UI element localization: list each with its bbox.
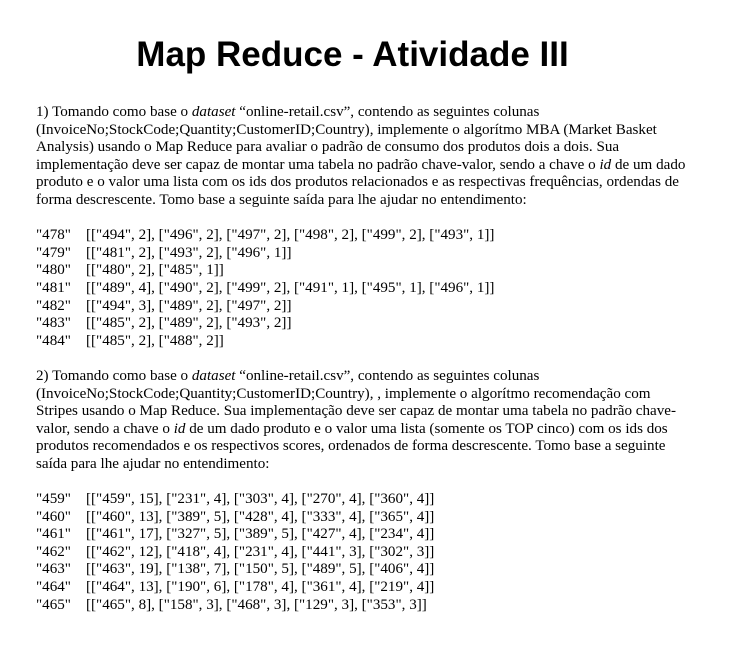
example-row: "484" [["485", 2], ["488", 2]] [36,333,696,351]
row-key: "463" [36,561,71,578]
question-2-id-term: id [173,420,186,437]
row-value: [["464", 13], ["190", 6], ["178", 4], ["… [86,579,435,596]
question-1-part-1: 1) Tomando como base o [36,104,192,120]
question-1-example-output: "478" [["494", 2], ["496", 2], ["497", 2]… [36,227,696,350]
row-value: [["459", 15], ["231", 4], ["303", 4], ["… [86,491,435,508]
example-row: "462" [["462", 12], ["418", 4], ["231", 4… [36,544,696,562]
row-key: "479" [36,244,71,261]
row-key: "462" [36,543,71,560]
question-2-example-output: "459" [["459", 15], ["231", 4], ["303", 4… [36,491,696,614]
row-key: "480" [36,262,71,279]
row-value: [["462", 12], ["418", 4], ["231", 4], ["… [86,543,435,560]
question-2-part-3: de um dado produto e o valor uma lista (… [36,420,668,472]
example-row: "459" [["459", 15], ["231", 4], ["303", 4… [36,491,696,509]
row-value: [["481", 2], ["493", 2], ["496", 1]] [86,244,292,261]
example-row: "483" [["485", 2], ["489", 2], ["493", 2]… [36,315,696,333]
example-row: "464" [["464", 13], ["190", 6], ["178", 4… [36,579,696,597]
spacer [36,473,696,491]
row-value: [["480", 2], ["485", 1]] [86,262,224,279]
example-row: "478" [["494", 2], ["496", 2], ["497", 2]… [36,227,696,245]
row-key: "465" [36,596,71,613]
row-value: [["494", 3], ["489", 2], ["497", 2]] [86,297,292,314]
document-body: 1) Tomando como base o dataset “online-r… [36,104,696,614]
row-key: "459" [36,491,71,508]
row-key: "484" [36,332,71,349]
example-row: "460" [["460", 13], ["389", 5], ["428", 4… [36,509,696,527]
example-row: "463" [["463", 19], ["138", 7], ["150", 5… [36,561,696,579]
row-value: [["463", 19], ["138", 7], ["150", 5], ["… [86,561,435,578]
example-row: "479" [["481", 2], ["493", 2], ["496", 1]… [36,245,696,263]
question-2-text: 2) Tomando como base o dataset “online-r… [36,368,696,474]
row-key: "482" [36,297,71,314]
row-value: [["461", 17], ["327", 5], ["389", 5], ["… [86,526,435,543]
spacer [36,350,696,368]
question-2-part-2: “online-retail.csv”, contendo as seguint… [36,367,676,437]
row-key: "481" [36,279,71,296]
row-key: "478" [36,227,71,244]
question-1-part-3: de um dado produto e o valor uma lista c… [36,156,686,208]
row-key: "460" [36,508,71,525]
row-value: [["485", 2], ["489", 2], ["493", 2]] [86,315,292,332]
row-value: [["465", 8], ["158", 3], ["468", 3], ["1… [86,596,427,613]
row-key: "464" [36,579,71,596]
page-title: Map Reduce - Atividade III [136,35,569,74]
row-value: [["494", 2], ["496", 2], ["497", 2], ["4… [86,227,495,244]
row-key: "461" [36,526,71,543]
question-1-dataset-term: dataset [191,104,236,120]
example-row: "465" [["465", 8], ["158", 3], ["468", 3]… [36,597,696,615]
question-2-dataset-term: dataset [191,367,236,384]
example-row: "481" [["489", 4], ["490", 2], ["499", 2]… [36,280,696,298]
example-row: "482" [["494", 3], ["489", 2], ["497", 2]… [36,298,696,316]
example-row: "461" [["461", 17], ["327", 5], ["389", 5… [36,526,696,544]
row-key: "483" [36,315,71,332]
row-value: [["460", 13], ["389", 5], ["428", 4], ["… [86,508,435,525]
row-value: [["489", 4], ["490", 2], ["499", 2], ["4… [86,279,495,296]
row-value: [["485", 2], ["488", 2]] [86,332,224,349]
question-1-text: 1) Tomando como base o dataset “online-r… [36,104,696,210]
example-row: "480" [["480", 2], ["485", 1]] [36,262,696,280]
question-2-part-1: 2) Tomando como base o [36,367,192,384]
question-1-id-term: id [599,156,612,173]
spacer [36,210,696,228]
question-1-part-2: “online-retail.csv”, contendo as seguint… [36,104,657,173]
